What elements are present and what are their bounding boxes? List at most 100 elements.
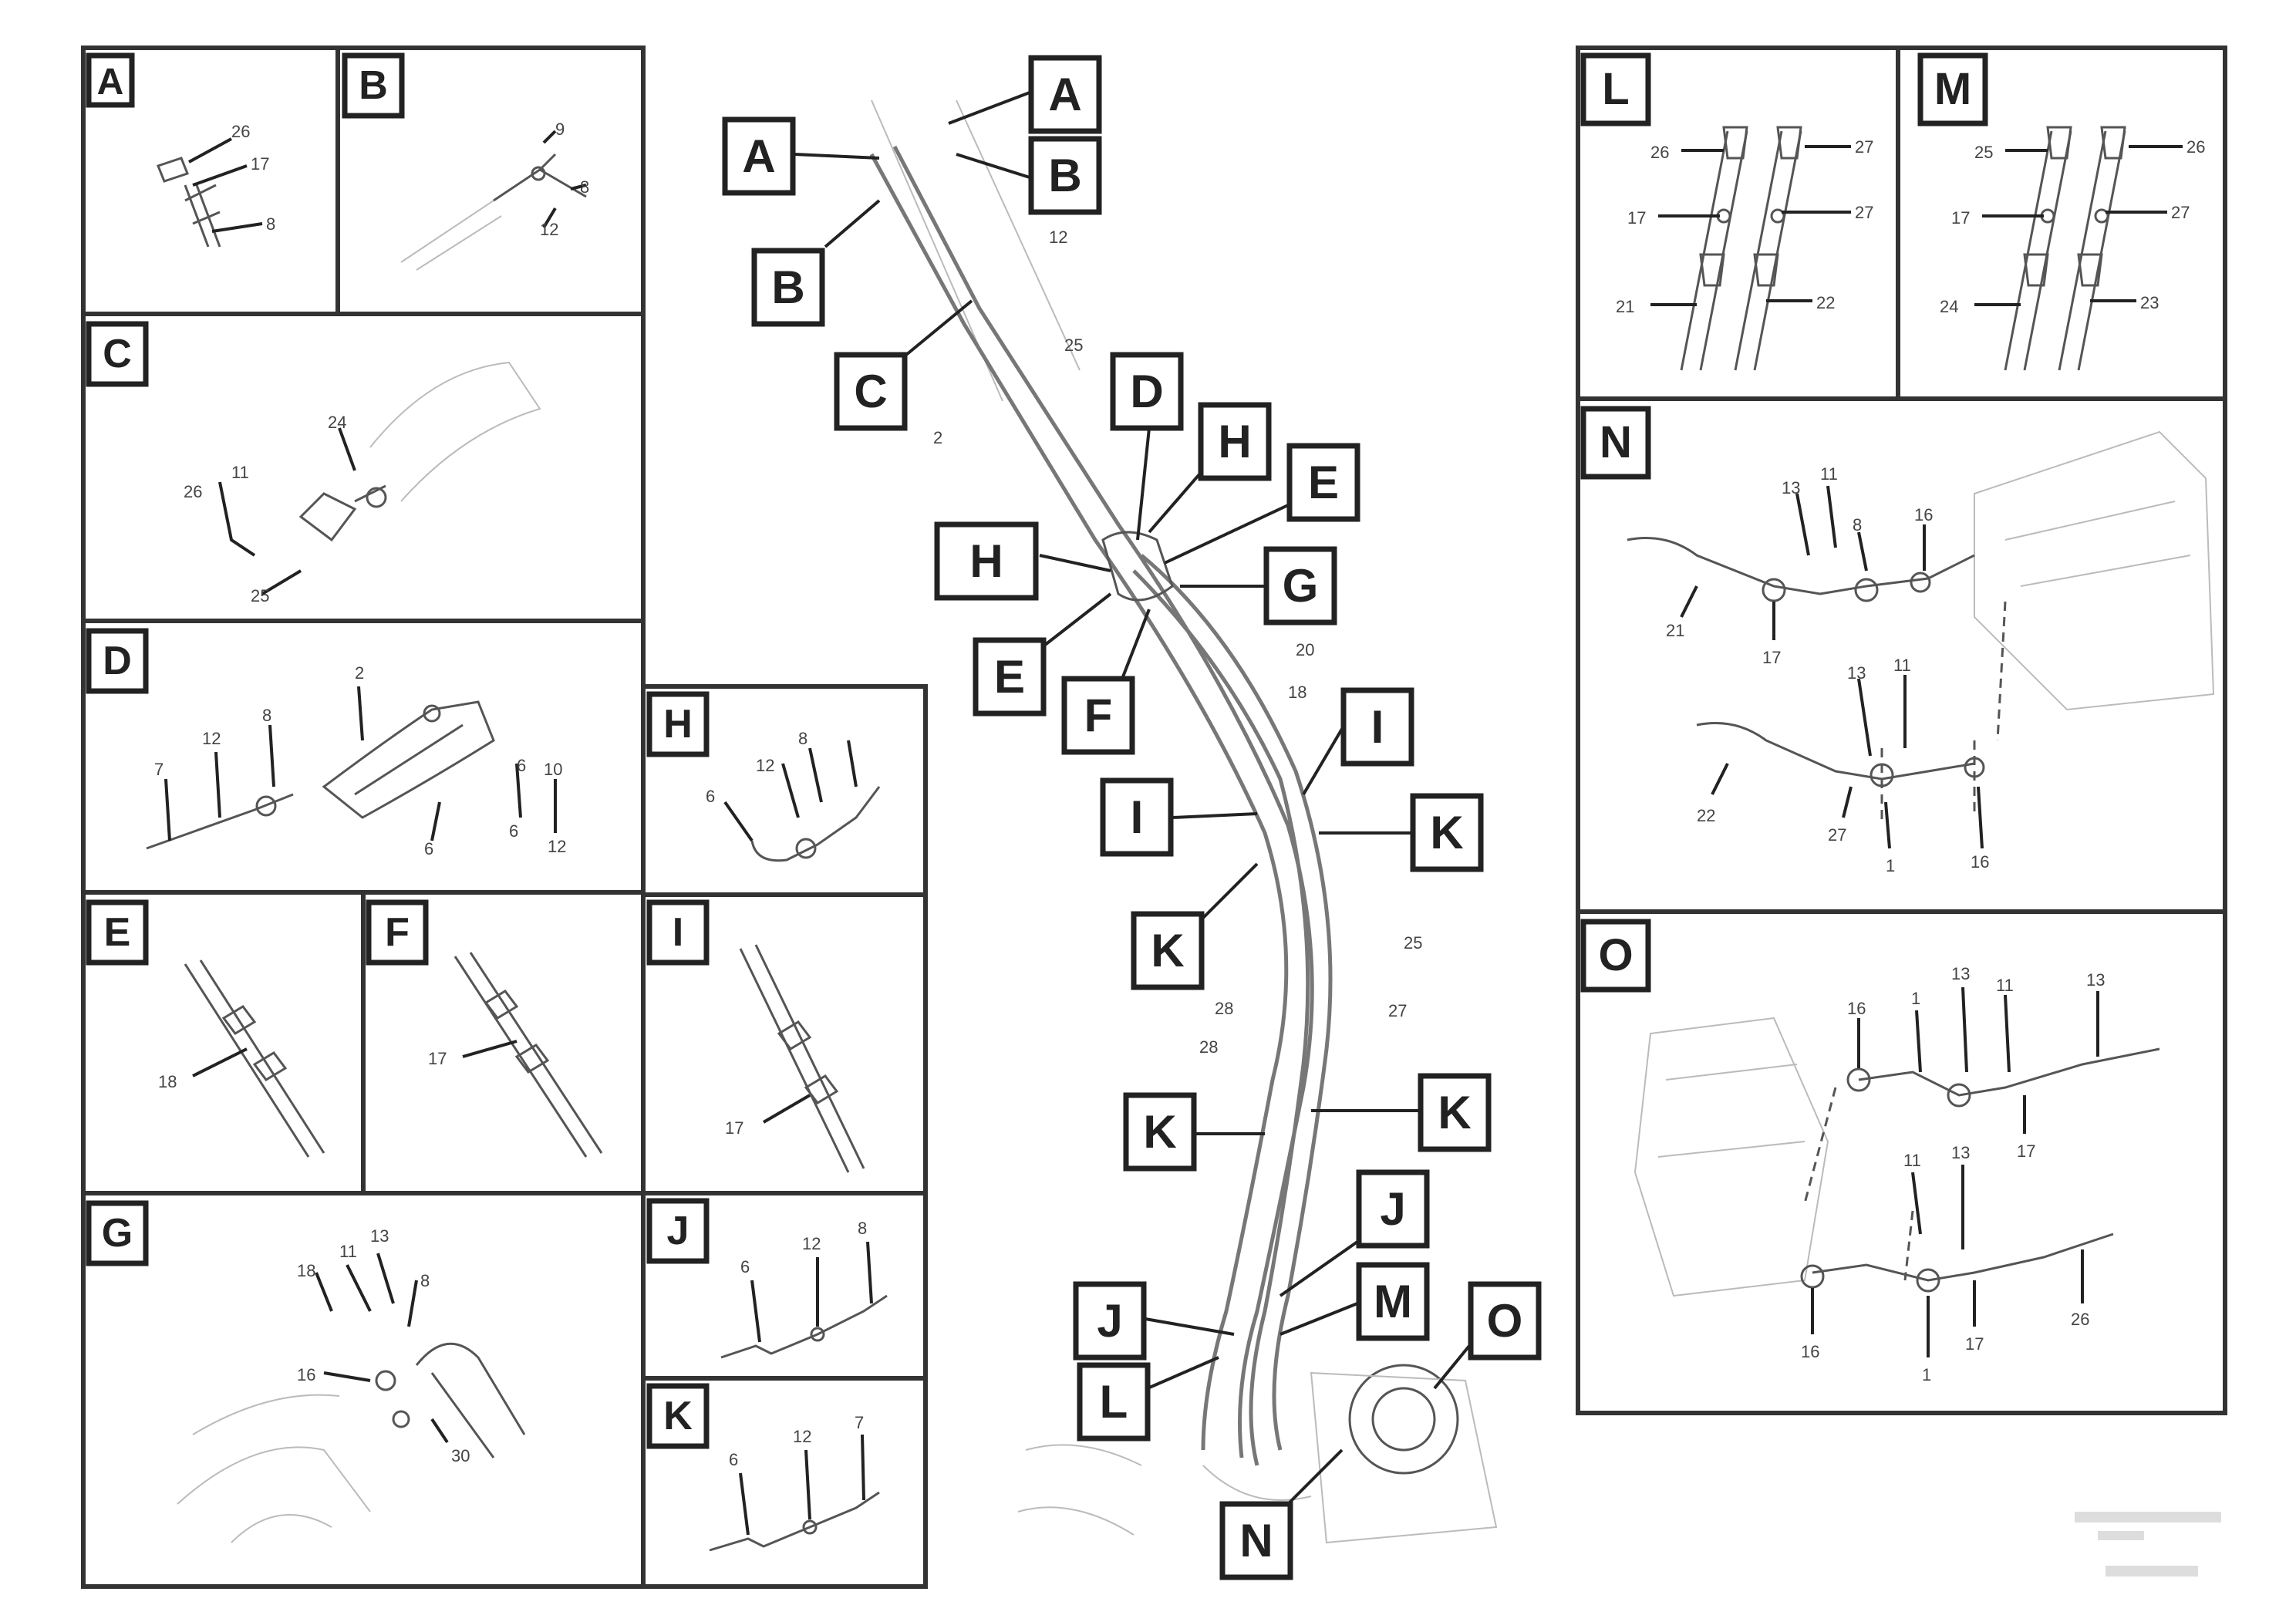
panel-l-tag[interactable]: L: [1580, 52, 1651, 126]
svg-text:1: 1: [1922, 1365, 1931, 1384]
svg-text:2: 2: [933, 428, 942, 447]
svg-text:2: 2: [355, 663, 364, 683]
center-tag-j-left[interactable]: J: [1073, 1281, 1147, 1361]
svg-text:12: 12: [802, 1234, 821, 1253]
panel-n: N 13 11 8 16 21 17 13 11 22 27 1 16: [1580, 406, 2215, 875]
center-tag-k-left-top[interactable]: K: [1131, 911, 1205, 990]
center-tag-l[interactable]: L: [1077, 1362, 1151, 1442]
svg-text:L: L: [1100, 1376, 1128, 1428]
svg-text:18: 18: [297, 1261, 315, 1280]
panel-j-left: J 6 12 8: [646, 1198, 888, 1359]
center-tag-d[interactable]: D: [1110, 352, 1184, 431]
center-tag-h-left[interactable]: H: [934, 521, 1039, 601]
svg-text:H: H: [663, 702, 693, 747]
panel-i-left-tag[interactable]: I: [646, 899, 710, 966]
svg-text:26: 26: [2071, 1310, 2089, 1329]
svg-text:11: 11: [1996, 976, 2014, 995]
svg-text:I: I: [1371, 701, 1384, 753]
svg-text:L: L: [1602, 64, 1629, 114]
svg-text:I: I: [673, 910, 683, 955]
svg-text:11: 11: [339, 1242, 357, 1261]
center-tag-b-left[interactable]: B: [751, 248, 825, 327]
center-tag-h-right[interactable]: H: [1198, 402, 1272, 481]
svg-text:17: 17: [251, 154, 269, 174]
center-tag-o[interactable]: O: [1468, 1281, 1542, 1361]
svg-text:17: 17: [1951, 208, 1970, 228]
svg-text:12: 12: [202, 729, 221, 748]
svg-text:23: 23: [2140, 293, 2159, 312]
center-tag-b-right[interactable]: B: [1028, 136, 1102, 215]
svg-text:26: 26: [184, 482, 202, 501]
center-tag-g[interactable]: G: [1263, 546, 1337, 626]
svg-text:8: 8: [580, 177, 589, 197]
svg-text:6: 6: [424, 839, 433, 858]
center-tag-a-right[interactable]: A: [1028, 55, 1102, 134]
svg-text:F: F: [385, 910, 410, 955]
panel-m-tag[interactable]: M: [1917, 52, 1988, 126]
svg-text:8: 8: [1853, 515, 1862, 534]
svg-text:7: 7: [154, 760, 164, 779]
svg-text:12: 12: [540, 220, 558, 239]
svg-text:27: 27: [1828, 825, 1846, 845]
center-tag-i-left[interactable]: I: [1100, 777, 1174, 857]
panel-g-tag[interactable]: G: [86, 1200, 149, 1266]
svg-text:17: 17: [725, 1118, 743, 1138]
svg-text:N: N: [1239, 1515, 1273, 1566]
panel-k-left: K 6 12 7: [646, 1383, 880, 1552]
svg-text:1: 1: [1911, 989, 1920, 1008]
panel-k-left-tag[interactable]: K: [646, 1383, 710, 1449]
svg-text:26: 26: [231, 122, 250, 141]
svg-text:11: 11: [231, 463, 249, 482]
svg-text:M: M: [1374, 1276, 1412, 1327]
svg-text:O: O: [1487, 1295, 1523, 1347]
center-tag-e-left[interactable]: E: [973, 637, 1047, 717]
left-panel-grid: [81, 46, 928, 1589]
svg-text:27: 27: [1855, 137, 1873, 157]
svg-text:K: K: [1438, 1087, 1471, 1138]
panel-b-tag[interactable]: B: [342, 52, 405, 119]
center-tag-i-right[interactable]: I: [1340, 687, 1414, 767]
center-tag-f[interactable]: F: [1061, 676, 1135, 755]
panel-d-left-tag[interactable]: D: [86, 628, 149, 694]
svg-text:17: 17: [1762, 648, 1781, 667]
center-tag-k-right-bottom[interactable]: K: [1418, 1073, 1492, 1152]
svg-text:13: 13: [2086, 970, 2105, 990]
svg-text:B: B: [359, 63, 388, 108]
svg-text:8: 8: [266, 214, 275, 234]
panel-c-tag[interactable]: C: [86, 321, 149, 387]
center-tag-k-right-top[interactable]: K: [1410, 793, 1484, 872]
center-tag-e-right[interactable]: E: [1286, 443, 1360, 522]
svg-text:12: 12: [1049, 228, 1067, 247]
center-tag-c[interactable]: C: [834, 352, 908, 431]
svg-text:26: 26: [2186, 137, 2205, 157]
svg-text:16: 16: [297, 1365, 315, 1384]
svg-text:K: K: [663, 1394, 693, 1438]
svg-text:H: H: [1218, 416, 1251, 467]
center-tag-j-right[interactable]: J: [1356, 1169, 1430, 1249]
svg-text:12: 12: [793, 1427, 811, 1446]
svg-text:17: 17: [1965, 1334, 1984, 1354]
svg-text:O: O: [1598, 930, 1633, 980]
svg-text:J: J: [1380, 1183, 1405, 1235]
panel-a-tag[interactable]: A: [86, 52, 135, 108]
svg-text:A: A: [97, 62, 124, 103]
panel-h-left-tag[interactable]: H: [646, 691, 710, 757]
panel-o-tag[interactable]: O: [1580, 919, 1651, 993]
center-tag-a-left[interactable]: A: [722, 116, 796, 196]
panel-e-tag[interactable]: E: [86, 899, 149, 966]
svg-text:B: B: [771, 261, 804, 313]
center-tag-n[interactable]: N: [1219, 1501, 1293, 1580]
panel-f-tag[interactable]: F: [366, 899, 429, 966]
center-tag-k-left-bottom[interactable]: K: [1123, 1092, 1197, 1172]
panel-j-left-tag[interactable]: J: [646, 1198, 710, 1264]
svg-text:N: N: [1600, 417, 1632, 467]
svg-text:F: F: [1084, 690, 1113, 741]
svg-text:12: 12: [548, 837, 566, 856]
center-tag-m[interactable]: M: [1356, 1262, 1430, 1341]
svg-text:28: 28: [1199, 1037, 1218, 1057]
svg-text:25: 25: [1974, 143, 1993, 162]
panel-n-tag[interactable]: N: [1580, 406, 1651, 480]
svg-text:M: M: [1934, 64, 1971, 114]
svg-text:C: C: [854, 366, 887, 417]
